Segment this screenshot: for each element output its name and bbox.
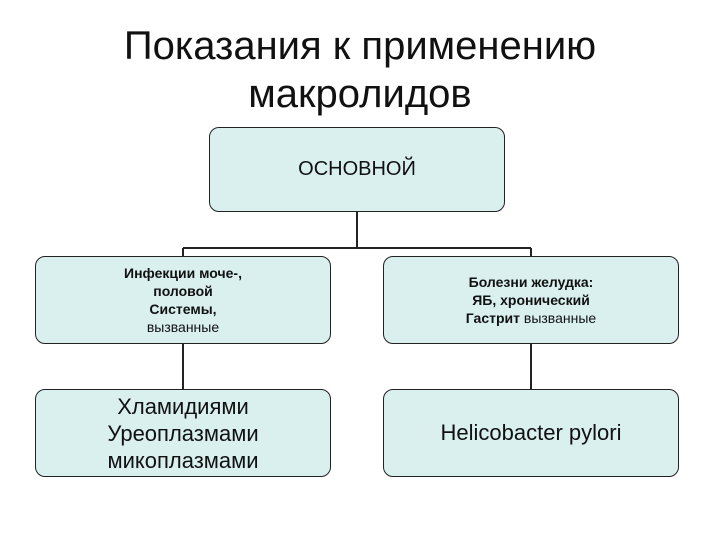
right-info-line-1: Болезни желудка: bbox=[468, 274, 594, 290]
right-info-line-3: Гастрит вызванные bbox=[466, 309, 596, 327]
root-box: ОСНОВНОЙ bbox=[209, 127, 505, 212]
left-pathogen-2: Уреоплазмами bbox=[107, 420, 259, 446]
stomach-diseases-box: Болезни желудка: ЯБ, хронический Гастрит… bbox=[383, 256, 679, 344]
left-info-line-3: Системы, bbox=[149, 301, 217, 317]
left-info-line-4: вызванные bbox=[146, 319, 220, 335]
root-label: ОСНОВНОЙ bbox=[298, 158, 416, 180]
right-info-line-3-rest: вызванные bbox=[523, 310, 597, 326]
urogenital-infections-box: Инфекции моче-, половой Системы, вызванн… bbox=[35, 256, 331, 344]
right-info-line-3-bold: Гастрит bbox=[465, 310, 520, 326]
right-info-line-2: ЯБ, хронический bbox=[472, 292, 590, 308]
right-pathogen-box: Helicobacter pylori bbox=[383, 389, 679, 477]
right-pathogen: Helicobacter pylori bbox=[440, 420, 622, 445]
left-pathogen-3: микоплазмами bbox=[107, 447, 259, 473]
left-info-line-2: половой bbox=[153, 283, 213, 299]
title-line-1: Показания к применению bbox=[123, 24, 597, 68]
left-pathogens-box: Хламидиями Уреоплазмами микоплазмами bbox=[35, 389, 331, 477]
left-pathogen-1: Хламидиями bbox=[117, 393, 249, 419]
page-title: Показания к применению макролидов bbox=[0, 22, 720, 118]
title-line-2: макролидов bbox=[248, 72, 472, 116]
left-info-line-1: Инфекции моче-, bbox=[124, 265, 242, 281]
